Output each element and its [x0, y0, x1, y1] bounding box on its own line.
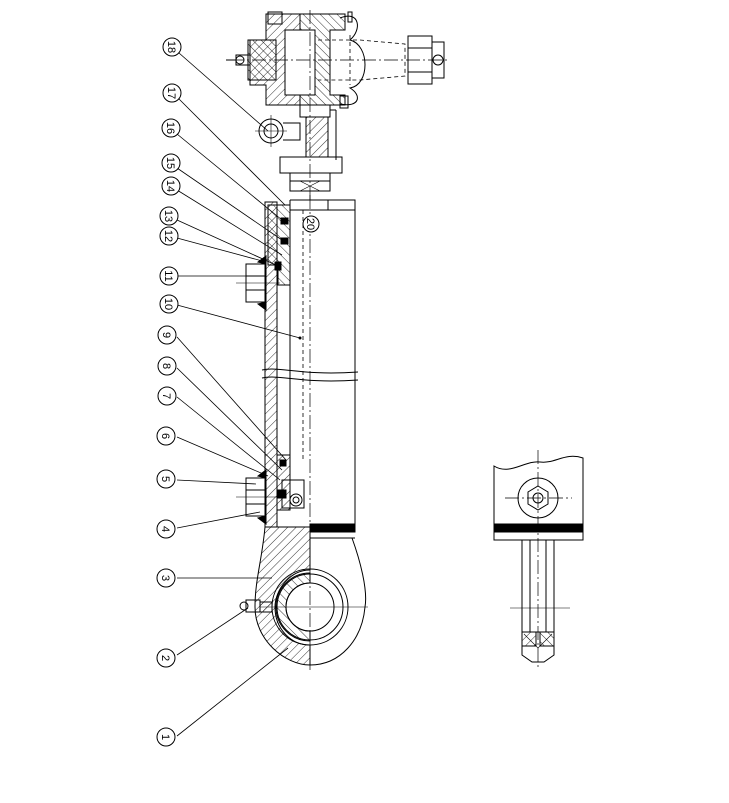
balloon-5: 5 [156, 469, 176, 489]
balloon-4: 4 [156, 519, 176, 539]
svg-text:13: 13 [162, 210, 174, 222]
main-section-view: 18 17 16 15 14 13 12 11 10 9 8 7 6 5 4 3… [156, 10, 450, 747]
svg-text:17: 17 [165, 87, 177, 99]
balloon-2: 2 [156, 648, 176, 668]
svg-text:15: 15 [164, 157, 176, 169]
balloon-10: 10 [159, 294, 179, 314]
balloon-16: 16 [161, 118, 181, 138]
balloon-9: 9 [157, 325, 177, 345]
balloon-1: 1 [156, 727, 176, 747]
balloon-list: 18 17 16 15 14 13 12 11 10 9 8 7 6 5 4 3… [156, 37, 320, 747]
balloon-13: 13 [159, 206, 179, 226]
balloon-14: 14 [161, 176, 181, 196]
svg-text:4: 4 [159, 526, 171, 532]
svg-text:14: 14 [164, 180, 176, 192]
svg-text:1: 1 [159, 734, 171, 740]
svg-text:7: 7 [160, 393, 172, 399]
side-view [493, 450, 584, 668]
balloon-3: 3 [156, 568, 176, 588]
leader-lines [176, 52, 302, 737]
ports [236, 255, 280, 525]
svg-text:18: 18 [165, 41, 177, 53]
balloon-17: 17 [162, 83, 182, 103]
svg-text:11: 11 [162, 270, 174, 281]
top-ball-joint [226, 10, 450, 200]
balloon-7: 7 [157, 386, 177, 406]
svg-text:12: 12 [162, 230, 174, 242]
balloon-8: 8 [157, 356, 177, 376]
balloon-11: 11 [159, 266, 179, 286]
balloon-12: 12 [159, 226, 179, 246]
svg-text:5: 5 [159, 476, 171, 482]
svg-text:8: 8 [160, 363, 172, 369]
balloon-15: 15 [161, 153, 181, 173]
svg-text:2: 2 [159, 655, 171, 661]
balloon-6: 6 [156, 426, 176, 446]
svg-text:20: 20 [304, 218, 316, 230]
svg-text:16: 16 [164, 122, 176, 134]
svg-text:6: 6 [159, 433, 171, 439]
svg-text:10: 10 [162, 298, 174, 310]
svg-text:9: 9 [160, 332, 172, 338]
balloon-18: 18 [162, 37, 182, 57]
balloon-20: 20 [302, 215, 320, 233]
rod-eye [239, 526, 368, 666]
svg-text:3: 3 [159, 575, 171, 581]
